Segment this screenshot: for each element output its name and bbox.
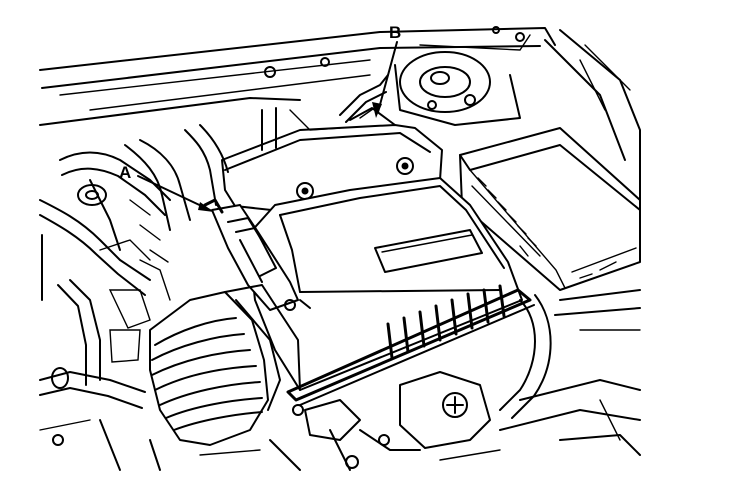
callout-a-leader (137, 175, 211, 211)
callout-a-arrowhead (198, 202, 214, 212)
callout-a: A (119, 163, 214, 212)
intake-air-duct (149, 284, 301, 446)
callout-b-arrowhead (372, 102, 382, 118)
callout-b: B (372, 23, 401, 118)
housing-ribs (386, 284, 506, 360)
lower-right-components (39, 289, 641, 471)
air-cleaner-housing (247, 177, 535, 406)
right-fender (544, 29, 641, 201)
wiring-harness (261, 74, 389, 151)
callout-b-leader (377, 41, 398, 113)
callout-b-label: B (389, 23, 401, 42)
hood-support-panel (39, 26, 556, 126)
strut-tower (394, 51, 521, 126)
left-hoses (39, 124, 229, 409)
callout-a-label: A (119, 163, 131, 182)
